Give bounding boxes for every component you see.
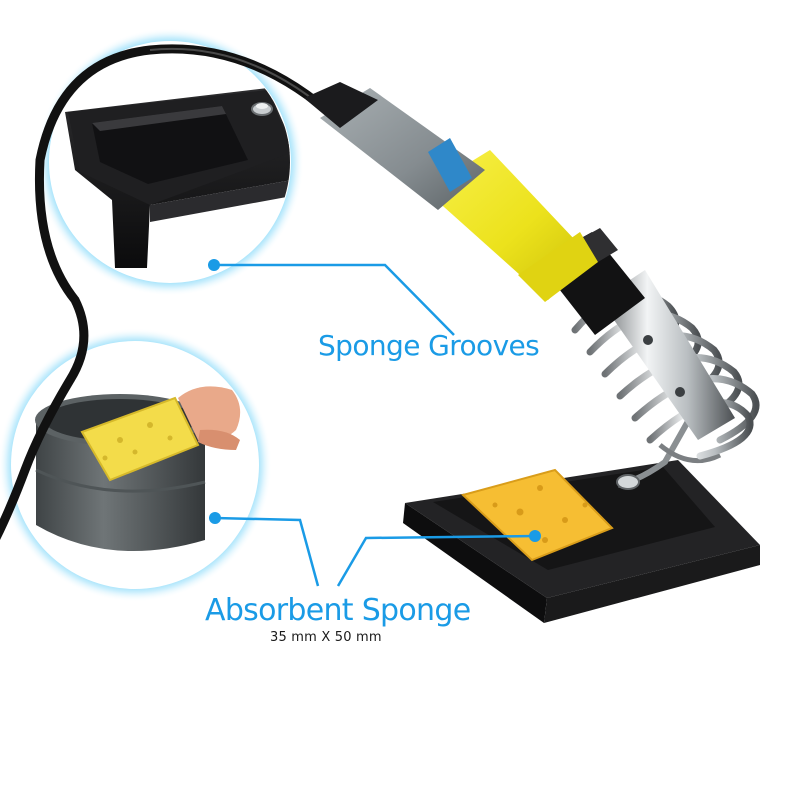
callout-label-absorbent-sponge: Absorbent Sponge	[205, 593, 471, 628]
leader-line-sponge	[214, 516, 536, 587]
stand-tray-closeup-icon	[36, 28, 304, 296]
leader-dot-grooves	[208, 259, 220, 271]
leader-dot-sponge-right	[529, 530, 541, 542]
callout-label-sponge-grooves: Sponge Grooves	[318, 329, 540, 362]
leader-dot-sponge-left	[209, 512, 221, 524]
soldering-iron-on-stand-icon	[304, 82, 760, 623]
sponge-dimensions-label: 35 mm X 50 mm	[270, 630, 382, 645]
leader-line-grooves	[214, 263, 455, 336]
sponge-in-tin-icon	[0, 328, 272, 602]
